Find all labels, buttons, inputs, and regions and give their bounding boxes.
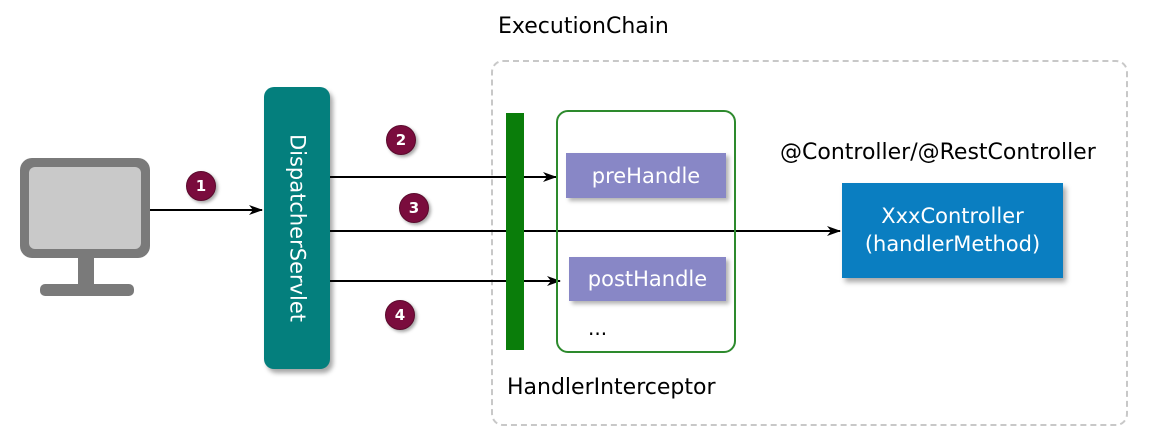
interceptor-bar: [506, 113, 524, 350]
post-handle-label: postHandle: [587, 267, 708, 291]
controller-annotation-label: @Controller/@RestController: [780, 140, 1096, 165]
pre-handle-label: preHandle: [591, 163, 701, 188]
execution-chain-container: [491, 60, 1128, 426]
dispatcher-servlet: DispatcherServlet: [264, 87, 330, 369]
step-badge-4: 4: [385, 300, 415, 330]
step-badge-1: 1: [186, 171, 216, 201]
handler-interceptor-label: HandlerInterceptor: [507, 375, 716, 400]
step-badge-3: 3: [399, 193, 429, 223]
computer-monitor-icon: [20, 158, 150, 296]
controller-box: XxxController (handlerMethod): [842, 183, 1063, 278]
step-badge-2: 2: [386, 125, 416, 155]
controller-handler-method: (handlerMethod): [864, 231, 1041, 256]
post-handle-box: postHandle: [569, 257, 726, 301]
controller-name: XxxController: [881, 204, 1024, 229]
execution-chain-title: ExecutionChain: [498, 14, 669, 39]
dispatcher-servlet-label: DispatcherServlet: [285, 133, 310, 323]
more-methods-ellipsis: ...: [588, 316, 608, 340]
pre-handle-box: preHandle: [566, 153, 726, 198]
handler-interceptor-box: [556, 110, 736, 353]
